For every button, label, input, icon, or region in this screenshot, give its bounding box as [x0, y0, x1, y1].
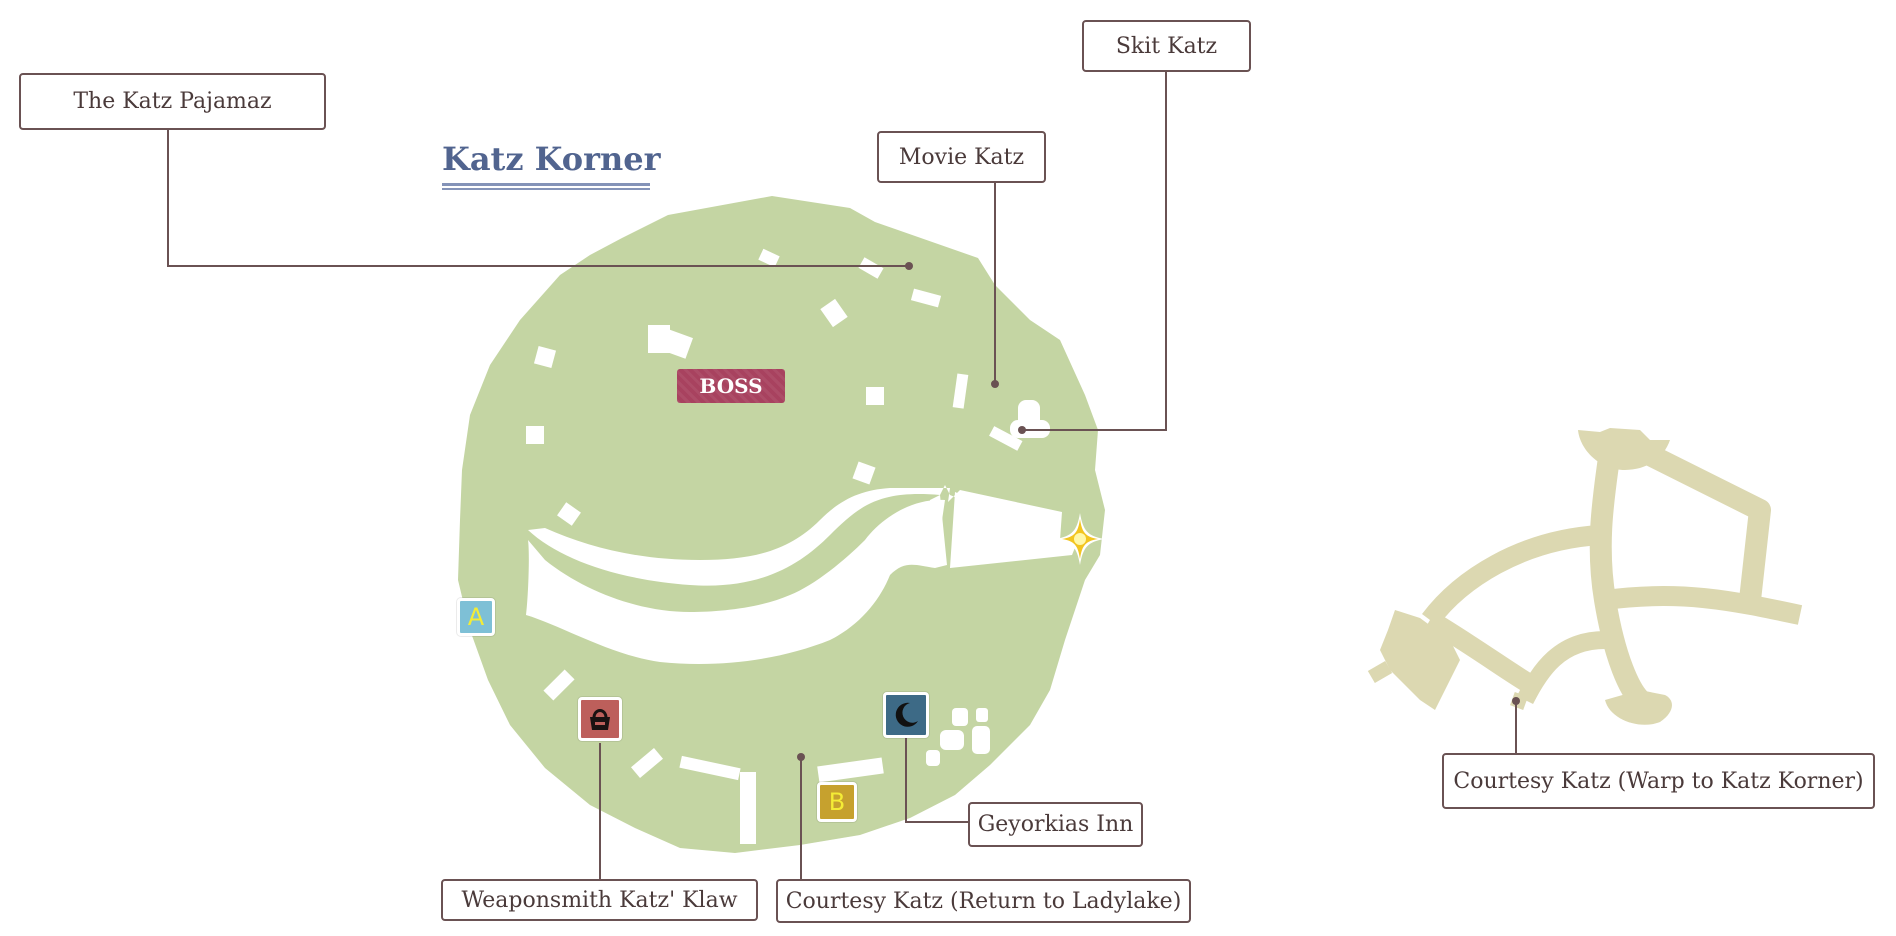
marker-b[interactable]: B	[817, 782, 857, 822]
inn-crescent-icon	[895, 702, 918, 727]
map-title: Katz Korner	[442, 140, 661, 178]
callout-katz-pajamaz[interactable]: The Katz Pajamaz	[19, 73, 326, 130]
leader-lines	[167, 70, 1517, 880]
weapon-shop-marker[interactable]	[578, 697, 622, 741]
callout-courtesy-katz-return[interactable]: Courtesy Katz (Return to Ladylake)	[776, 879, 1191, 923]
marker-b-label: B	[828, 788, 846, 816]
katz-korner-area	[458, 196, 1105, 853]
weapon-shop-icon	[590, 709, 610, 730]
callout-movie-katz[interactable]: Movie Katz	[877, 131, 1046, 183]
callout-geyorkias-inn[interactable]: Geyorkias Inn	[968, 802, 1143, 847]
map-title-underline	[442, 183, 650, 190]
marker-a-label: A	[467, 603, 485, 631]
callout-skit-katz[interactable]: Skit Katz	[1082, 20, 1251, 72]
overview-nodes	[1367, 428, 1672, 725]
save-point-star-icon	[1056, 513, 1104, 565]
boss-badge[interactable]: BOSS	[677, 369, 785, 403]
callout-weaponsmith[interactable]: Weaponsmith Katz' Klaw	[441, 879, 758, 921]
inn-marker[interactable]	[883, 692, 929, 738]
marker-a[interactable]: A	[457, 598, 495, 636]
overview-area	[1422, 440, 1803, 708]
leader-dots	[797, 262, 1520, 761]
callout-courtesy-katz-warp[interactable]: Courtesy Katz (Warp to Katz Korner)	[1442, 753, 1875, 809]
